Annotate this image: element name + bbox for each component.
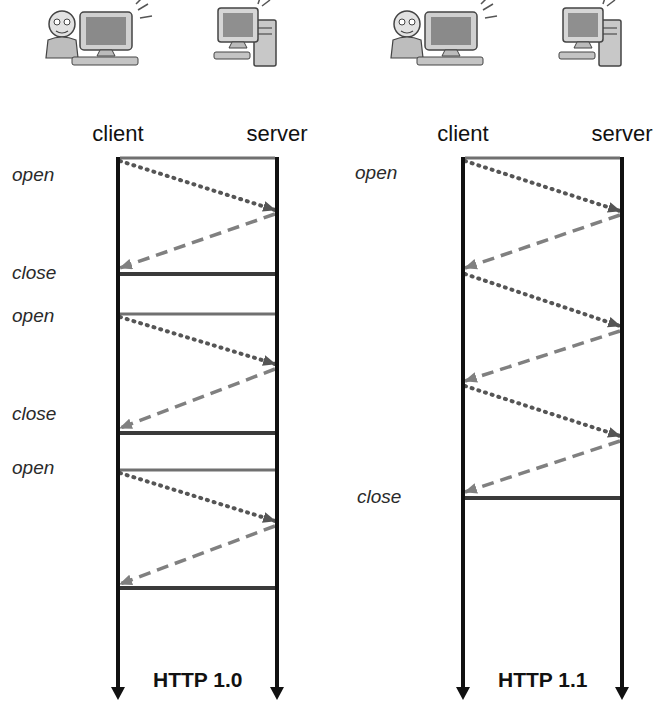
phase-label: open bbox=[355, 162, 397, 184]
response-arrow bbox=[120, 369, 275, 428]
phase-label: close bbox=[12, 403, 56, 425]
connection-line bbox=[120, 431, 275, 435]
lifeline: server bbox=[620, 157, 624, 688]
connection-line bbox=[120, 272, 275, 276]
client-icon bbox=[391, 0, 497, 65]
response-arrow bbox=[465, 441, 620, 492]
connection-line bbox=[465, 496, 620, 500]
protocol-label: HTTP 1.1 bbox=[498, 668, 587, 692]
request-arrow bbox=[120, 317, 275, 364]
response-arrow bbox=[120, 526, 275, 584]
phase-label: open bbox=[12, 305, 54, 327]
phase-label: open bbox=[12, 164, 54, 186]
connection-line bbox=[120, 586, 275, 590]
phase-label: close bbox=[12, 262, 56, 284]
role-label: server bbox=[591, 121, 652, 146]
phase-label: open bbox=[12, 457, 54, 479]
lifeline: client bbox=[116, 157, 120, 688]
protocol-label: HTTP 1.0 bbox=[153, 668, 242, 692]
connection-line bbox=[465, 157, 620, 160]
lifeline-arrowhead bbox=[111, 687, 125, 700]
phase-label: close bbox=[357, 486, 401, 508]
lifeline: server bbox=[275, 157, 279, 688]
role-label: client bbox=[92, 121, 143, 146]
response-arrow bbox=[465, 215, 620, 268]
request-arrow bbox=[120, 473, 275, 521]
lifeline: client bbox=[461, 157, 465, 688]
request-arrow bbox=[465, 161, 620, 211]
response-arrow bbox=[120, 214, 275, 268]
lifeline-arrowhead bbox=[456, 687, 470, 700]
icon-group bbox=[391, 0, 621, 66]
request-arrow bbox=[465, 386, 620, 436]
server-icon bbox=[559, 0, 621, 66]
request-arrow bbox=[465, 274, 620, 326]
connection-line bbox=[120, 469, 275, 472]
client-icon bbox=[46, 0, 152, 65]
connection-line bbox=[120, 157, 275, 160]
lifeline-arrowhead bbox=[615, 687, 629, 700]
lifeline-arrowhead bbox=[270, 687, 284, 700]
response-arrow bbox=[465, 331, 620, 381]
request-arrow bbox=[120, 161, 275, 210]
role-label: server bbox=[246, 121, 307, 146]
server-icon bbox=[214, 0, 276, 66]
connection-line bbox=[120, 313, 275, 316]
role-label: client bbox=[437, 121, 488, 146]
